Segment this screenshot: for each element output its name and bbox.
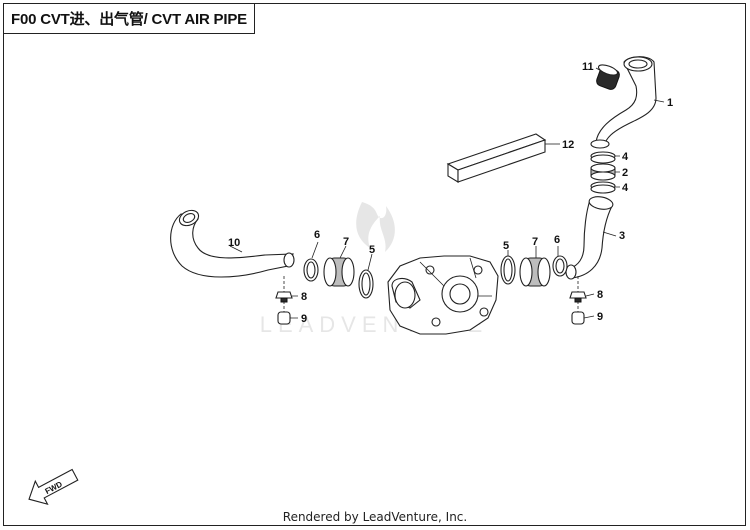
diagram-frame bbox=[3, 3, 746, 526]
right-clamp-group bbox=[500, 246, 568, 287]
callout-8-right: 8 bbox=[597, 289, 603, 301]
part-11-filter-cap bbox=[595, 64, 620, 90]
callout-1: 1 bbox=[667, 97, 673, 109]
cvt-cover-housing bbox=[387, 255, 499, 335]
callout-8-left: 8 bbox=[301, 291, 307, 303]
callout-5-right: 5 bbox=[503, 240, 509, 252]
part-1-outlet-pipe bbox=[590, 56, 665, 149]
callout-6-left: 6 bbox=[314, 229, 320, 241]
left-fastener-group bbox=[275, 276, 298, 325]
callout-9-right: 9 bbox=[597, 311, 603, 323]
callout-11: 11 bbox=[582, 61, 594, 73]
right-fastener-group bbox=[569, 276, 595, 325]
page-title: F00 CVT进、出气管/ CVT AIR PIPE bbox=[3, 3, 255, 34]
callout-4-upper: 4 bbox=[622, 151, 629, 163]
callout-7-left: 7 bbox=[343, 236, 349, 248]
callout-7-right: 7 bbox=[532, 236, 538, 248]
callout-12: 12 bbox=[562, 139, 574, 151]
callout-3: 3 bbox=[619, 230, 625, 242]
footer-credit: Rendered by LeadVenture, Inc. bbox=[282, 510, 468, 524]
callout-9-left: 9 bbox=[301, 313, 307, 325]
part-12-filter-element bbox=[446, 133, 560, 183]
callout-10: 10 bbox=[228, 237, 240, 249]
callout-4-lower: 4 bbox=[622, 182, 629, 194]
callout-labels: 1 2 3 4 4 5 5 6 6 7 7 8 8 9 9 10 11 12 bbox=[228, 61, 673, 325]
callout-6-right: 6 bbox=[554, 234, 560, 246]
callout-2: 2 bbox=[622, 167, 628, 179]
part-10-inlet-hose bbox=[170, 209, 295, 278]
watermark: LEADVENTURE bbox=[260, 202, 482, 337]
fwd-arrow-icon: FWD bbox=[28, 468, 79, 505]
part-3-elbow-pipe bbox=[565, 196, 617, 280]
left-clamp-group bbox=[303, 241, 374, 299]
part-4-2-4-clamp-stack bbox=[590, 151, 620, 194]
callout-5-left: 5 bbox=[369, 244, 375, 256]
